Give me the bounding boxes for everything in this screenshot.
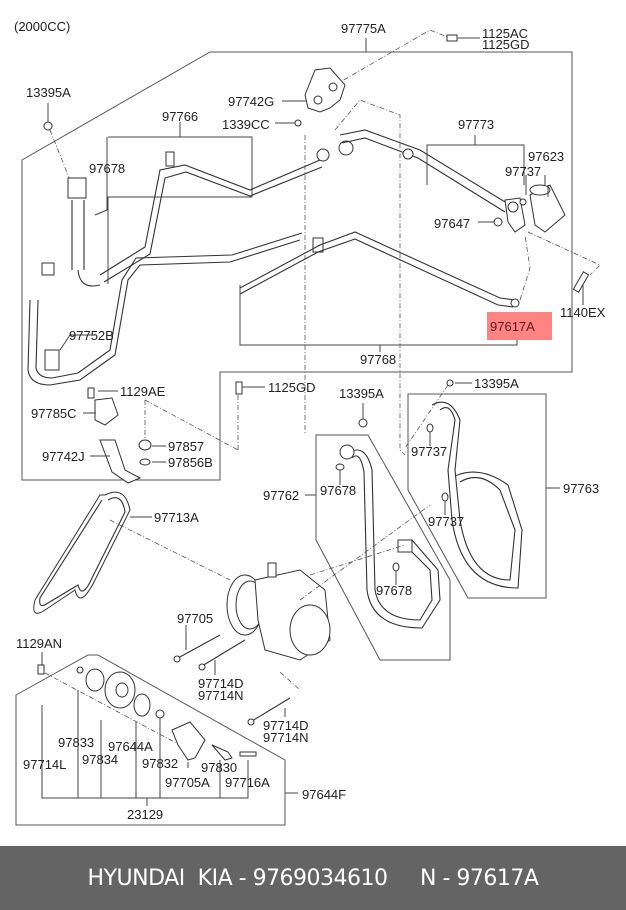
part-label-97714n-b[interactable]: 97714N	[263, 730, 309, 745]
hose-97752b	[27, 239, 301, 386]
bracket-97705a	[171, 721, 206, 761]
bracket-97742j	[99, 439, 142, 484]
nut-13395a-mid	[358, 418, 368, 428]
part-label-97714d-b[interactable]: 97714D	[263, 718, 309, 733]
part-label-97766[interactable]: 97766	[162, 109, 199, 124]
footer-bar: HYUNDAI KIA - 9769034610 N - 97617A	[0, 846, 626, 910]
part-label-97737-r2[interactable]: 97737	[428, 514, 465, 529]
part-label-97714n-a[interactable]: 97714N	[198, 688, 244, 703]
part-label-97832[interactable]: 97832	[142, 756, 179, 771]
part-label-1125ac[interactable]: 1125AC	[482, 26, 529, 41]
part-label-97714l[interactable]: 97714L	[23, 757, 67, 772]
part-label-1140ex[interactable]: 1140EX	[560, 305, 606, 320]
footer-part-number: - 9769034610	[232, 865, 388, 891]
clip-97785c	[94, 397, 119, 426]
part-label-1129ae[interactable]: 1129AE	[120, 384, 166, 399]
footer-brand: HYUNDAI KIA	[87, 865, 233, 891]
part-label-1339cc[interactable]: 1339CC	[222, 117, 270, 132]
part-label-97834[interactable]: 97834	[82, 752, 119, 767]
bolt-97714d-a	[201, 639, 246, 667]
part-label-97768[interactable]: 97768	[360, 352, 397, 367]
part-label-97644f[interactable]: 97644F	[302, 787, 347, 802]
mount-97857	[138, 439, 152, 451]
part-label-13395a-mid[interactable]: 13395A	[339, 386, 384, 401]
bolt-97647	[493, 217, 503, 227]
part-label-97856b[interactable]: 97856B	[168, 455, 213, 470]
part-label-97737-r1[interactable]: 97737	[411, 444, 448, 459]
hose-97763	[431, 401, 516, 581]
pipe-97773	[339, 129, 511, 206]
bolt-1140ex	[572, 271, 590, 293]
part-label-97713a[interactable]: 97713A	[154, 510, 199, 525]
part-label-97833[interactable]: 97833	[58, 735, 95, 750]
part-label-97857[interactable]: 97857	[168, 439, 205, 454]
spacer-97832	[155, 709, 165, 719]
part-label-13395a-topleft[interactable]: 13395A	[26, 85, 71, 100]
part-label-97617a-highlighted[interactable]: 97617A	[490, 319, 535, 334]
part-label-97773[interactable]: 97773	[458, 117, 495, 132]
group-box-97763	[407, 393, 547, 599]
part-label-97742g[interactable]: 97742G	[228, 94, 275, 109]
nut-13395a	[43, 121, 53, 131]
part-label-97737-top[interactable]: 97737	[505, 164, 542, 179]
part-label-23129[interactable]: 23129	[127, 807, 164, 822]
bolt-97714l	[76, 666, 84, 674]
pipe-97766	[99, 159, 321, 276]
nut-1339cc	[294, 119, 302, 127]
engine-variant-label: (2000CC)	[14, 19, 71, 34]
pipe-97768	[239, 231, 516, 301]
nut-13395a-right	[446, 379, 454, 387]
bolt-1129an	[37, 664, 45, 675]
part-label-1125gd-mid[interactable]: 1125GD	[268, 380, 316, 395]
bolt-97705	[177, 634, 221, 659]
part-label-97623[interactable]: 97623	[528, 149, 565, 164]
part-label-97785c[interactable]: 97785C	[31, 406, 77, 421]
bushing-97856b	[139, 458, 151, 466]
group-box-97775a	[21, 51, 573, 481]
part-label-97775a[interactable]: 97775A	[341, 21, 386, 36]
part-label-13395a-right[interactable]: 13395A	[474, 376, 519, 391]
footer-ref: N - 97617A	[420, 865, 539, 891]
belt-97713a	[33, 491, 131, 614]
part-label-97705[interactable]: 97705	[177, 611, 214, 626]
part-label-97763[interactable]: 97763	[563, 481, 600, 496]
highlight-box	[487, 312, 552, 340]
fitting-low	[397, 539, 413, 553]
compressor	[226, 562, 331, 661]
part-label-97644a[interactable]: 97644A	[108, 739, 153, 754]
service-port-97766	[165, 151, 175, 167]
bracket-97742g	[304, 67, 346, 113]
group-box-97644f	[15, 654, 286, 826]
part-label-97752b[interactable]: 97752B	[69, 328, 114, 343]
bolt-1125ac	[446, 34, 458, 42]
part-label-97678-left[interactable]: 97678	[89, 161, 126, 176]
washer-97833	[85, 668, 105, 692]
part-label-97678-mid[interactable]: 97678	[320, 483, 357, 498]
bolt-1129ae	[87, 387, 95, 399]
part-label-97742j[interactable]: 97742J	[42, 449, 85, 464]
part-label-97714d-a[interactable]: 97714D	[198, 676, 244, 691]
pin-97830	[211, 744, 233, 761]
part-label-97678-low[interactable]: 97678	[376, 583, 413, 598]
parts-diagram: (2000CC) 97775A 1125AC 1125GD 13395A 977…	[14, 19, 606, 826]
part-label-97705a[interactable]: 97705A	[165, 775, 210, 790]
part-label-97647[interactable]: 97647	[434, 216, 471, 231]
bolt-97714d-b	[251, 697, 291, 722]
part-label-1129an[interactable]: 1129AN	[16, 636, 63, 651]
diagram-drawing	[15, 29, 601, 826]
part-label-1125gd-top[interactable]: 1125GD	[482, 37, 530, 52]
part-label-97762[interactable]: 97762	[263, 488, 300, 503]
fitting-97678	[67, 177, 87, 199]
bolt-1125gd	[235, 381, 243, 395]
part-label-97830[interactable]: 97830	[201, 760, 238, 775]
hose-97762	[344, 449, 433, 621]
bolt-97716a	[239, 751, 257, 757]
footer-separator	[388, 866, 420, 891]
group-box-97762	[315, 434, 451, 661]
pressure-switch-97752b	[44, 349, 60, 371]
part-label-97716a[interactable]: 97716A	[225, 775, 270, 790]
bearing-97644a	[133, 693, 151, 717]
